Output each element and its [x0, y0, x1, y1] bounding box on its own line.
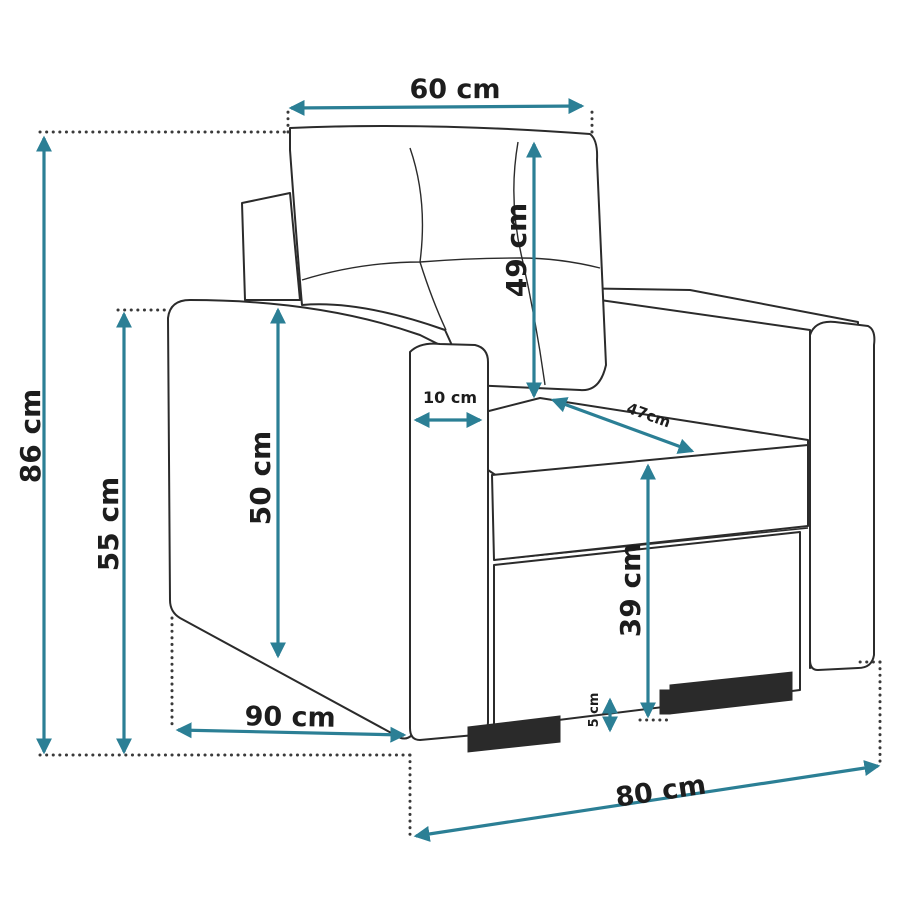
label-width: 80 cm — [613, 770, 708, 814]
label-total-height: 86 cm — [14, 389, 47, 484]
arrow-width — [413, 760, 881, 842]
right-armrest-panel — [809, 320, 876, 671]
label-width-top: 60 cm — [409, 74, 500, 105]
label-cushion-height: 49 cm — [500, 203, 533, 298]
back-left-armrest — [241, 192, 301, 301]
arrow-seat-depth — [550, 397, 695, 454]
label-arm-height: 55 cm — [92, 477, 125, 572]
cushion-seam-horizontal — [301, 257, 601, 281]
label-arm-width: 10 cm — [423, 388, 477, 407]
arrow-width-top — [288, 98, 585, 116]
label-leg-height: 5 cm — [587, 693, 602, 728]
dimension-arrows — [36, 98, 881, 842]
left-armrest-side — [167, 299, 441, 740]
label-seat-height: 39 cm — [614, 543, 647, 638]
front-foot — [467, 715, 561, 753]
label-arm-inner-height: 50 cm — [244, 431, 277, 526]
left-foot-bracket — [659, 689, 671, 715]
arrow-depth — [175, 722, 407, 743]
leader-lines — [38, 108, 882, 840]
left-armrest-front — [409, 342, 489, 741]
label-depth: 90 cm — [244, 701, 336, 734]
